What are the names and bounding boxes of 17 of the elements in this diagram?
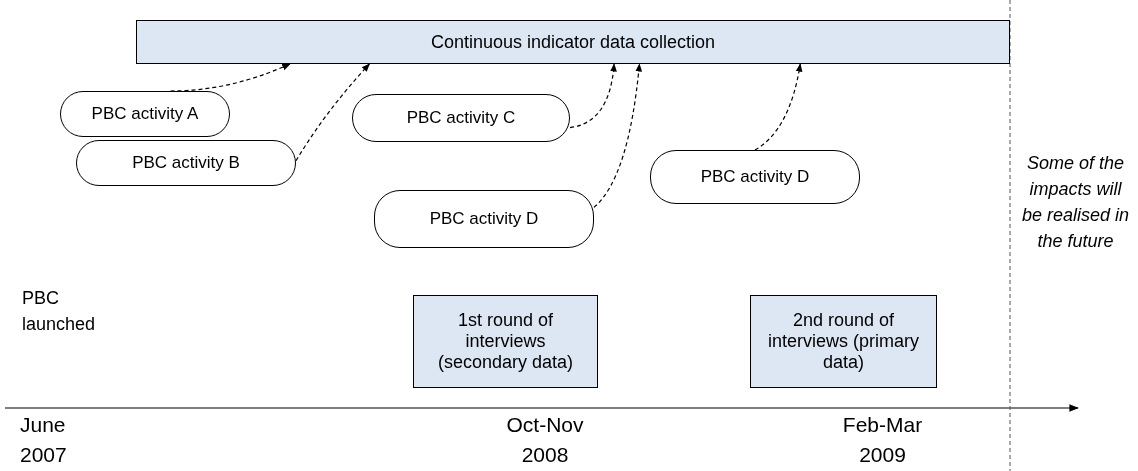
date-label: Feb-Mar 2009	[841, 412, 924, 468]
activity-pill: PBC activity D	[374, 190, 594, 248]
interview-box: 2nd round of interviews (primary data)	[750, 295, 937, 388]
dashed-arrow	[754, 63, 803, 151]
future-note: Some of the impacts will be realised in the future	[1020, 152, 1131, 253]
activity-pill: PBC activity A	[60, 91, 230, 137]
dashed-arrow	[569, 63, 617, 129]
activity-pill: PBC activity D	[650, 150, 860, 204]
date-label: June 2007	[20, 412, 68, 468]
activity-pill: PBC activity C	[352, 94, 570, 142]
dashed-arrow	[593, 63, 642, 208]
interview-box: 1st round of interviews (secondary data)	[413, 295, 598, 388]
date-label: Oct-Nov 2008	[505, 412, 585, 468]
dashed-arrow	[295, 63, 370, 162]
process-bar: Continuous indicator data collection	[136, 20, 1010, 64]
activity-pill: PBC activity B	[76, 140, 296, 186]
event-label: PBC launched	[22, 287, 97, 336]
